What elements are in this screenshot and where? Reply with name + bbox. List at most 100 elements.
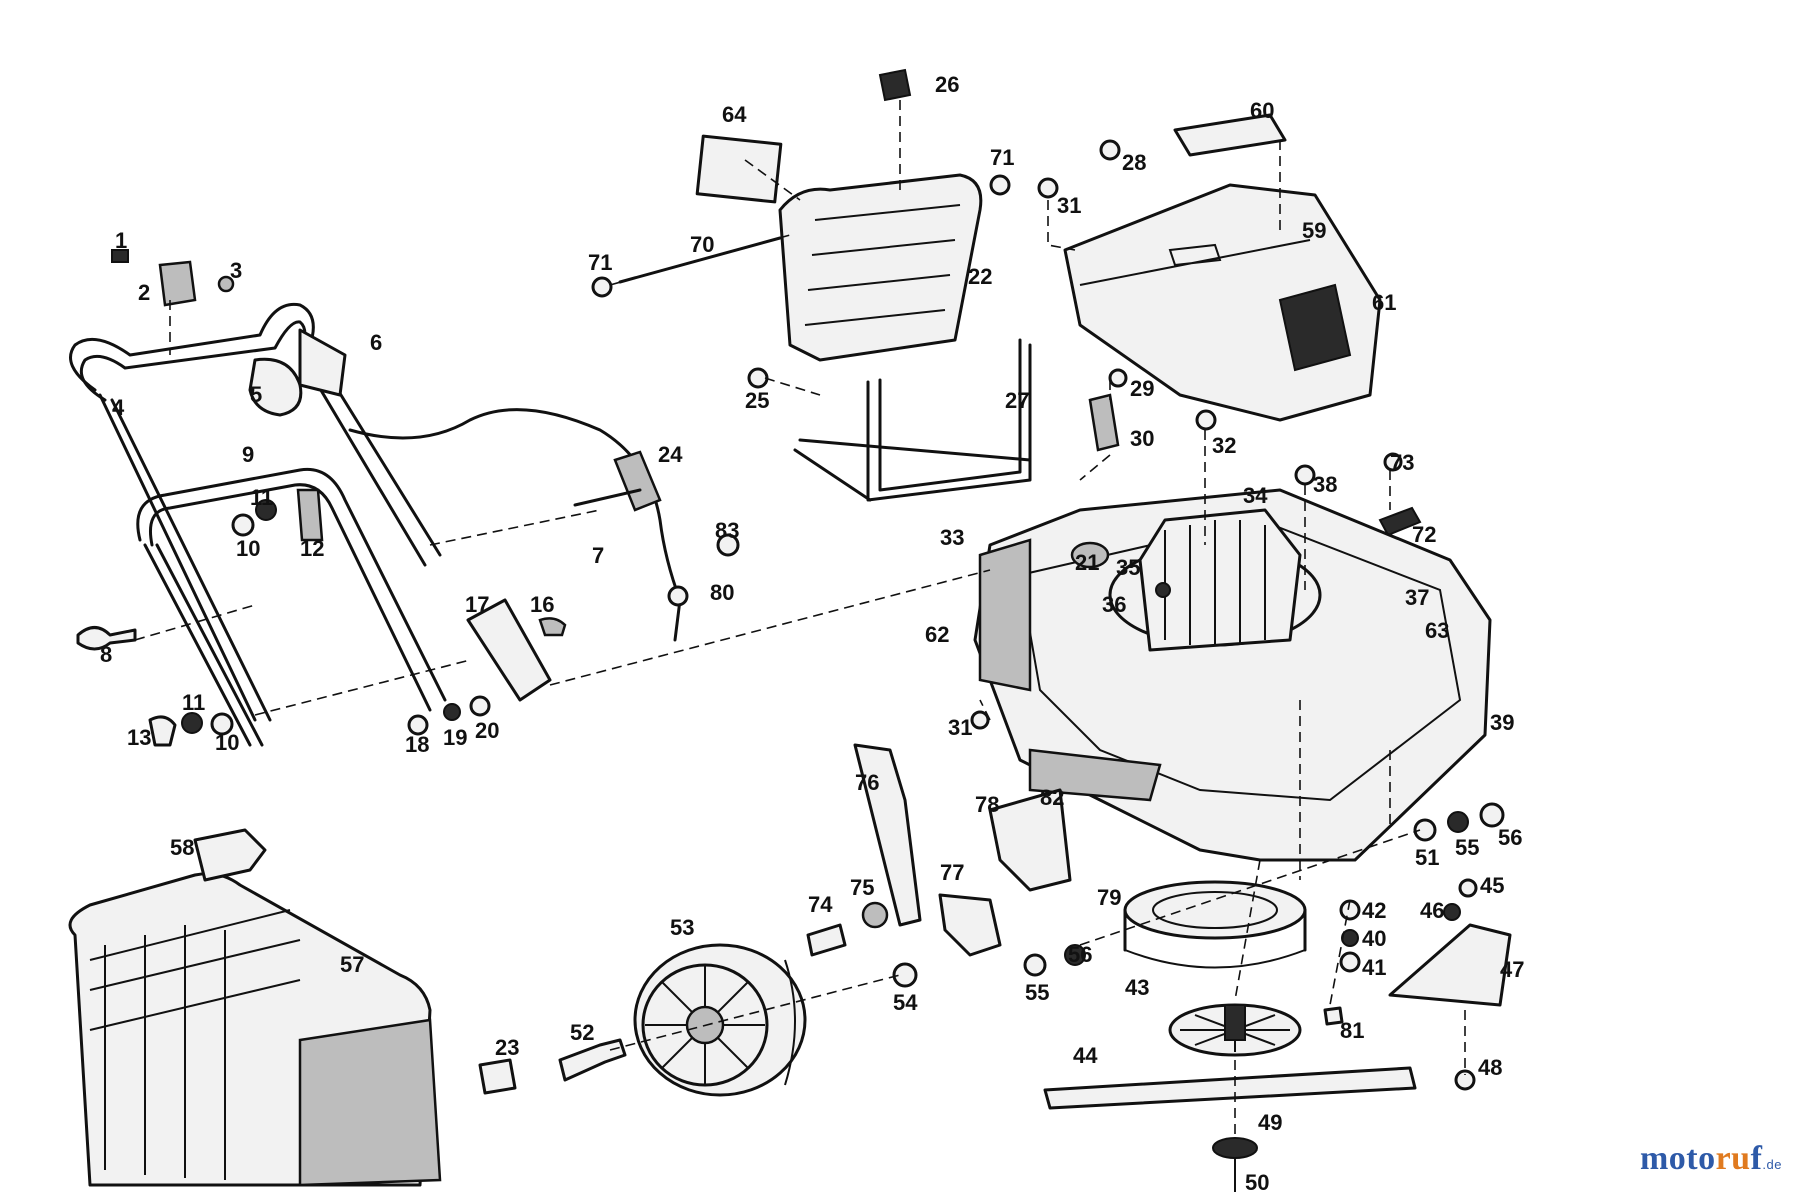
label-32: 32 [1212, 433, 1236, 458]
label-1: 1 [115, 228, 127, 253]
label-55a: 55 [1025, 980, 1049, 1005]
label-22: 22 [968, 264, 992, 289]
skirt-82 [1028, 748, 1162, 802]
label-2: 2 [138, 280, 150, 305]
screw-32 [1195, 409, 1217, 431]
label-27: 27 [1005, 388, 1029, 413]
bolt-74 [806, 923, 847, 957]
label-36: 36 [1102, 592, 1126, 617]
label-64: 64 [722, 102, 747, 127]
watermark-text-3: f [1750, 1140, 1763, 1177]
label-74: 74 [808, 892, 833, 917]
label-43: 43 [1125, 975, 1149, 1000]
screw-1 [111, 249, 129, 263]
label-6: 6 [370, 330, 382, 355]
clamp-12 [296, 488, 324, 542]
blade-44 [1043, 1066, 1417, 1110]
screw-31b [970, 710, 990, 730]
label-11b: 11 [182, 690, 205, 715]
label-21: 21 [1075, 550, 1099, 575]
motoruf-watermark: motoruf.de [1640, 1140, 1782, 1178]
lower-handle [136, 467, 447, 747]
label-3: 3 [230, 258, 242, 283]
label-5: 5 [250, 382, 262, 407]
label-10b: 10 [215, 730, 239, 755]
label-81: 81 [1340, 1018, 1364, 1043]
label-30: 30 [1130, 426, 1154, 451]
label-11a: 11 [250, 485, 273, 510]
handle-knob-5 [248, 357, 303, 417]
washer-55b [1447, 811, 1469, 833]
nut-71b [989, 174, 1011, 196]
label-58: 58 [170, 835, 194, 860]
nut-20 [469, 695, 491, 717]
label-78: 78 [975, 792, 999, 817]
label-26: 26 [935, 72, 959, 97]
label-42: 42 [1362, 898, 1386, 923]
cable-clip-16 [538, 617, 567, 637]
screw-25 [747, 367, 769, 389]
label-33: 33 [940, 525, 964, 550]
screw-28 [1099, 139, 1121, 161]
screw-45 [1458, 878, 1478, 898]
label-56a: 56 [1068, 942, 1092, 967]
nut-56 [1064, 944, 1086, 966]
bracket-77 [938, 893, 1002, 957]
label-61: 61 [1372, 290, 1396, 315]
label-31b: 31 [948, 715, 972, 740]
handle-cover-22 [778, 173, 983, 362]
handle-58 [193, 828, 267, 882]
label-7: 7 [592, 543, 604, 568]
washer-11 [255, 499, 277, 521]
screw-35 [1155, 582, 1171, 598]
motor-34 [1138, 508, 1302, 652]
label-20: 20 [475, 718, 499, 743]
label-49: 49 [1258, 1110, 1282, 1135]
bracket-30 [1088, 393, 1120, 452]
label-44: 44 [1073, 1043, 1098, 1068]
label-77: 77 [940, 860, 964, 885]
label-45: 45 [1480, 873, 1504, 898]
label-18: 18 [405, 732, 429, 757]
watermark-text-1: moto [1639, 1140, 1716, 1177]
label-53: 53 [670, 915, 694, 940]
label-29: 29 [1130, 376, 1154, 401]
label-38: 38 [1313, 472, 1337, 497]
gear-75 [861, 901, 889, 929]
nut-71a [591, 276, 613, 298]
label-75: 75 [850, 875, 874, 900]
label-52: 52 [570, 1020, 594, 1045]
label-39: 39 [1490, 710, 1514, 735]
label-35: 35 [1116, 555, 1140, 580]
label-50: 50 [1245, 1170, 1269, 1192]
clip-80 [667, 585, 689, 607]
screw-18 [407, 714, 429, 736]
handle-bracket-6 [298, 328, 347, 397]
nut-56b [1479, 802, 1505, 828]
label-51: 51 [1415, 845, 1439, 870]
bracket-47 [1388, 923, 1512, 1007]
label-46: 46 [1420, 898, 1444, 923]
label-40: 40 [1362, 926, 1386, 951]
washer-46 [1443, 903, 1461, 921]
label-16: 16 [530, 592, 554, 617]
label-54: 54 [893, 990, 918, 1015]
watermark-suffix: .de [1762, 1157, 1782, 1172]
screw-73 [1383, 452, 1403, 472]
side-plate-62 [978, 538, 1032, 692]
ring-21 [1070, 541, 1110, 569]
label-12: 12 [300, 536, 324, 561]
label-64 [695, 134, 783, 204]
wheel-53 [633, 943, 807, 1097]
label-9: 9 [242, 442, 254, 467]
lever-24 [613, 450, 662, 512]
leader-lines [134, 100, 1466, 1140]
control-cable [348, 408, 682, 642]
label-79: 79 [1097, 885, 1121, 910]
label-34: 34 [1243, 483, 1268, 508]
label-55b: 55 [1455, 835, 1479, 860]
label-8: 8 [100, 642, 112, 667]
watermark-text-2: ru [1715, 1140, 1751, 1177]
label-56b: 56 [1498, 825, 1522, 850]
